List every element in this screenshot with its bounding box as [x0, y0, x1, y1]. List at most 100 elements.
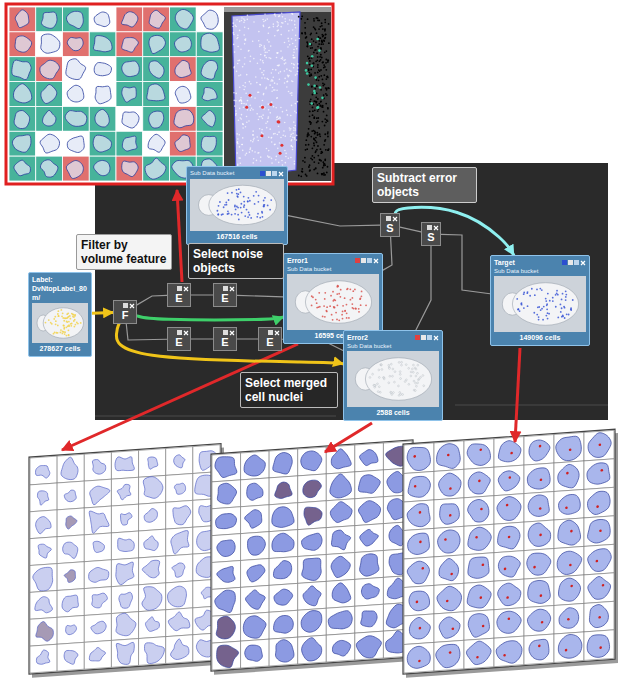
- nucleolus-dot: [482, 563, 485, 566]
- cell-point: [414, 367, 416, 369]
- cell-point: [392, 392, 394, 394]
- data-point: [286, 86, 288, 88]
- data-point: [304, 161, 306, 163]
- thumbnail-bg: [241, 612, 270, 641]
- cell-point: [390, 392, 392, 394]
- thumbnail: [298, 501, 327, 530]
- thumbnail: [326, 633, 355, 662]
- thumbnail: [116, 32, 143, 57]
- thumbnail: [326, 499, 355, 528]
- tool-icon: [123, 303, 128, 308]
- gallery-panel: [6, 4, 333, 184]
- thumbnail-bg: [116, 156, 143, 181]
- data-point: [293, 51, 295, 53]
- data-point: [313, 18, 315, 20]
- cell-nucleus: [528, 522, 551, 547]
- thumbnail: [212, 641, 241, 670]
- data-point: [277, 52, 279, 54]
- cell-point: [411, 368, 413, 370]
- data-point: [278, 65, 280, 67]
- data-point: [243, 89, 245, 91]
- cell-nucleus: [201, 33, 220, 52]
- thumbnail-bg: [298, 447, 327, 476]
- cell-nucleus: [174, 110, 194, 128]
- data-point: [239, 146, 241, 148]
- thumbnail: [355, 604, 384, 633]
- data-point: [240, 100, 242, 102]
- cell-nucleus: [437, 443, 461, 470]
- data-point: [259, 116, 261, 118]
- data-point: [325, 103, 327, 105]
- data-point: [317, 98, 319, 100]
- thumbnail: [269, 557, 298, 586]
- data-point: [247, 109, 249, 111]
- cell-nucleus: [556, 436, 582, 462]
- cell-count: 2588 cells: [347, 408, 439, 418]
- data-point: [263, 70, 265, 72]
- data-point: [272, 87, 274, 89]
- data-point: [235, 114, 237, 116]
- cell-nucleus: [37, 490, 48, 505]
- data-point: [295, 74, 297, 76]
- data-point: [246, 121, 248, 123]
- thumbnail: [434, 555, 464, 586]
- thumbnail: [57, 615, 84, 644]
- data-bucket: Label: DvNtopLabel_80m/278627 cells: [28, 272, 92, 357]
- thumbnail: [404, 471, 434, 502]
- thumbnail: [464, 496, 494, 527]
- data-point: [268, 109, 270, 111]
- cell-nucleus: [93, 36, 112, 52]
- connector: [137, 316, 283, 320]
- image-bg: [494, 276, 586, 332]
- nucleolus-dot: [569, 448, 572, 451]
- thumbnail: [494, 494, 524, 525]
- data-point: [297, 71, 299, 73]
- data-point: [318, 40, 320, 42]
- data-point: [316, 117, 318, 119]
- data-point: [244, 20, 246, 22]
- data-point: [278, 72, 280, 74]
- thumbnail-bg: [584, 459, 614, 490]
- cell-nucleus: [303, 585, 321, 606]
- sheet-shadow: [406, 433, 618, 678]
- data-point: [245, 38, 247, 40]
- data-point: [322, 167, 324, 169]
- thumbnail-bg: [524, 634, 554, 665]
- data-bucket: Sub Data bucket167516 cells: [186, 166, 288, 245]
- data-point: [288, 157, 290, 159]
- data-point: [319, 135, 321, 137]
- nucleolus-dot: [419, 627, 422, 630]
- data-point: [248, 94, 251, 97]
- cell-nucleus: [588, 432, 611, 458]
- cell-point: [341, 314, 343, 316]
- data-point: [238, 75, 240, 77]
- scatter-plot: [232, 12, 330, 178]
- thumbnail: [584, 430, 614, 461]
- thumbnail: [355, 443, 384, 472]
- node-title: Label: DvNtopLabel_80m/: [32, 275, 88, 302]
- thumbnail: [554, 518, 584, 549]
- thumbnail: [30, 456, 57, 485]
- cell-point: [64, 317, 66, 319]
- data-point: [263, 74, 265, 76]
- thumbnail-bg: [554, 432, 584, 463]
- data-point: [311, 159, 313, 161]
- data-point: [308, 166, 310, 168]
- extract-operator: E: [167, 283, 191, 307]
- thumbnail-bg: [584, 487, 614, 518]
- data-point: [294, 138, 296, 140]
- cell-point: [349, 288, 351, 290]
- data-point: [274, 14, 276, 16]
- thumbnail: [111, 558, 138, 587]
- data-point: [236, 133, 238, 135]
- cell-point: [358, 308, 360, 310]
- data-point: [291, 94, 293, 96]
- cell-nucleus: [40, 134, 59, 153]
- nucleolus-dot: [596, 560, 599, 563]
- cell-point: [405, 379, 407, 381]
- cell-point: [350, 299, 352, 301]
- annotation-box: Select noise objects: [188, 243, 284, 279]
- thumbnail: [166, 473, 193, 502]
- cell-nucleus: [407, 503, 430, 528]
